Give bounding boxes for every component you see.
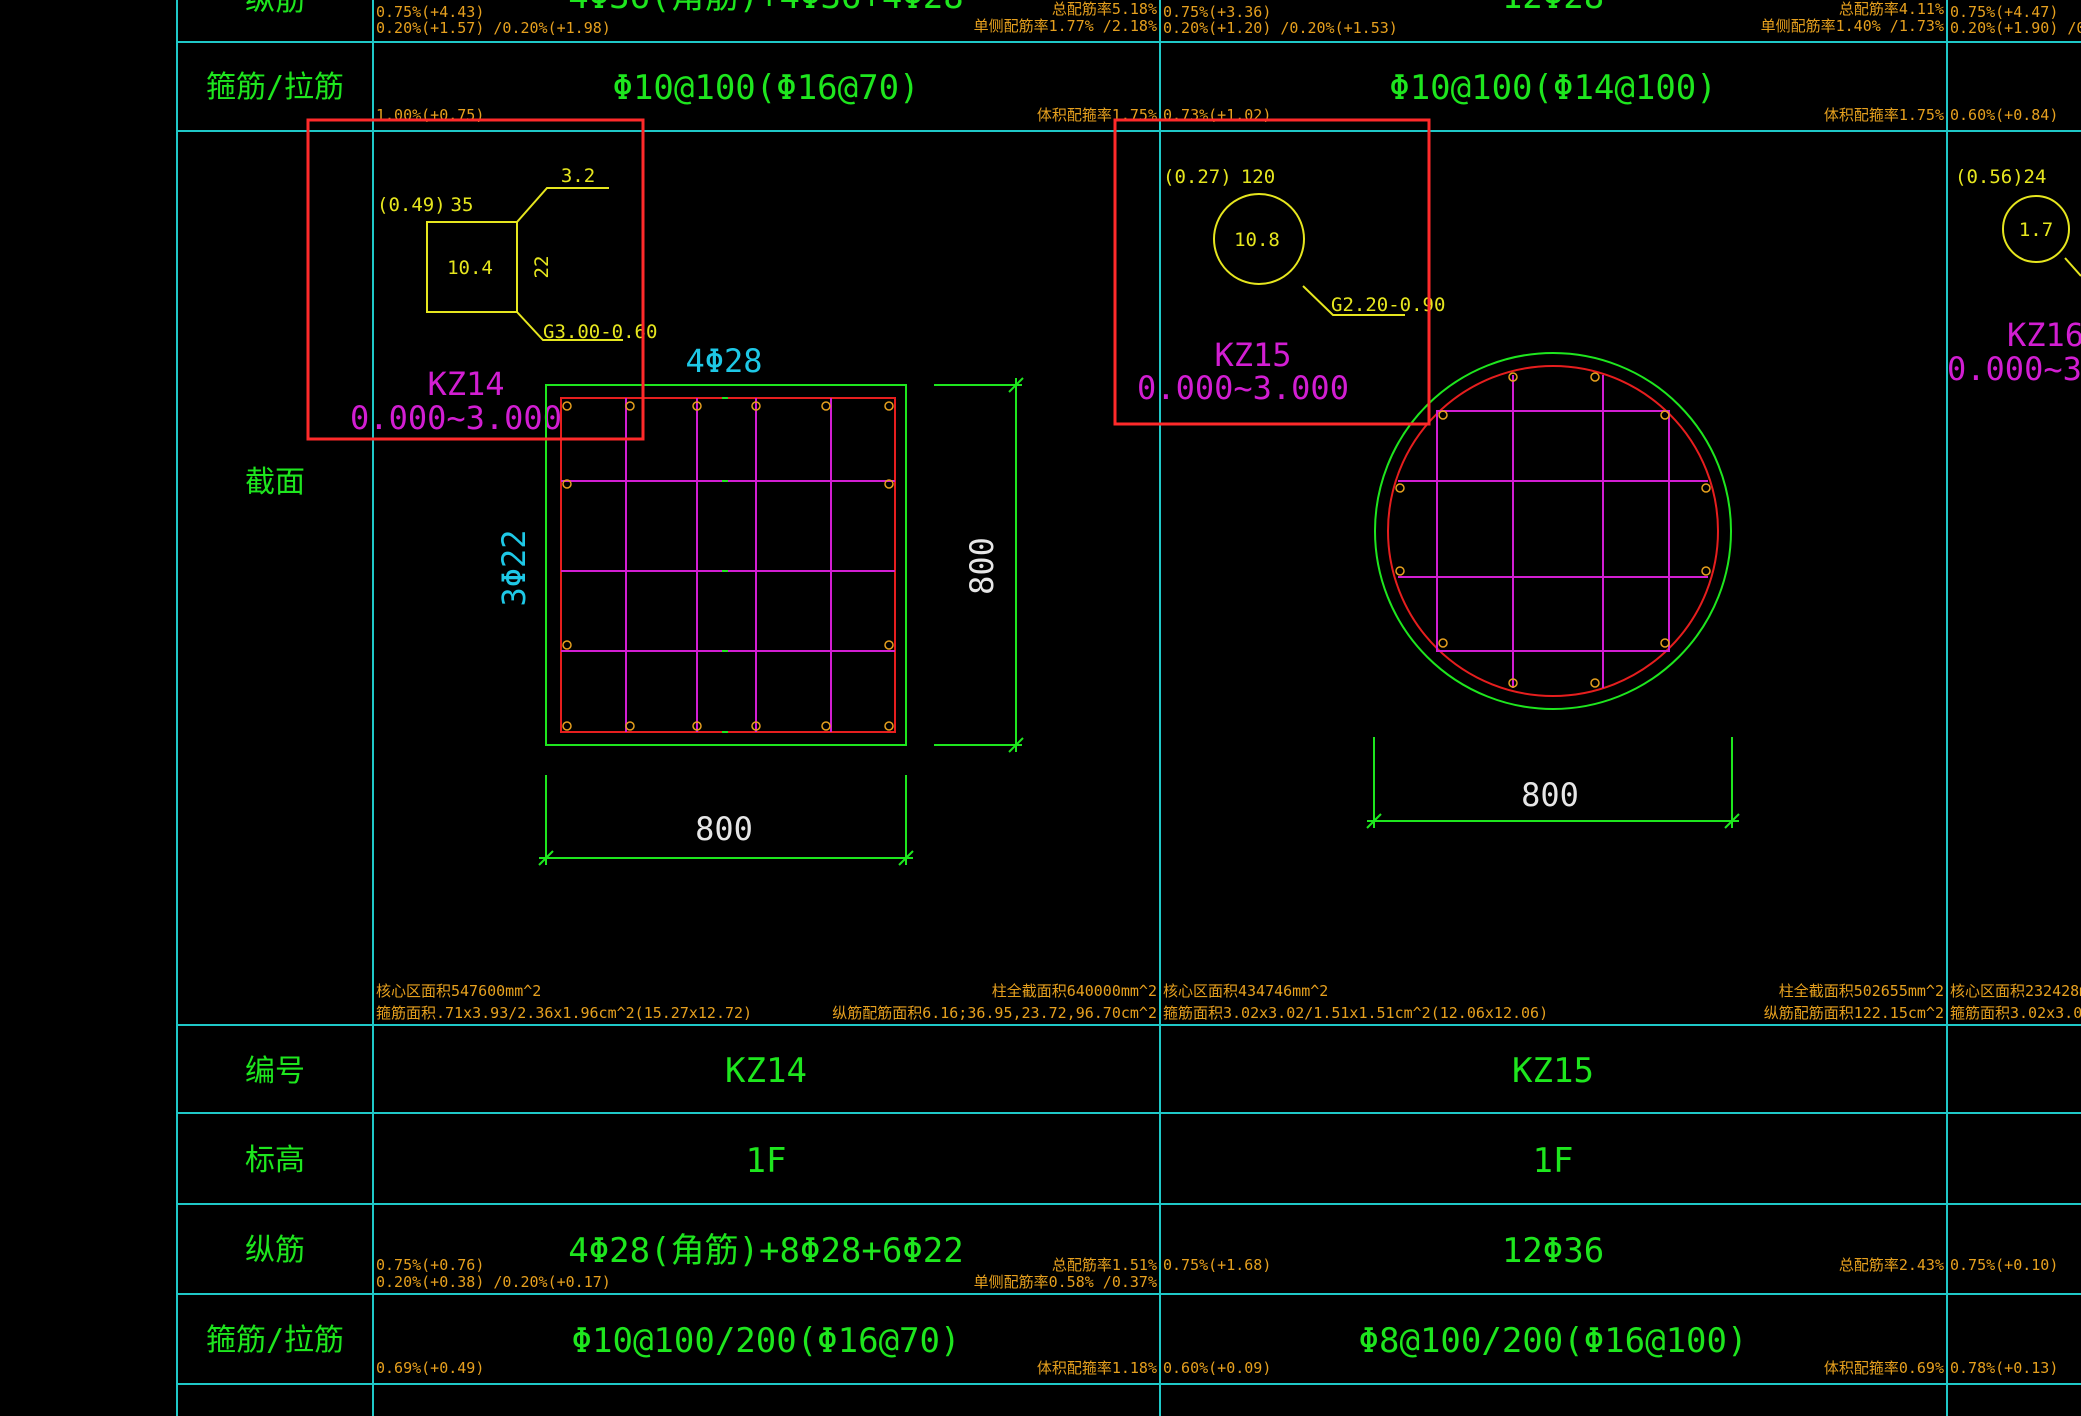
bottom-col1-stirrup-right: 体积配箍率1.18%	[1037, 1359, 1157, 1377]
top-col2-longitudinal: 12Φ28	[1502, 0, 1604, 17]
kz14-name: KZ14	[427, 365, 504, 403]
bottom-col2-long-small-1: 0.75%(+1.68)	[1163, 1256, 1271, 1274]
kz16-ratio: (0.56)	[1955, 166, 2024, 188]
kz14-area-total: 柱全截面积640000mm^2	[992, 982, 1157, 1000]
kz14-dim-width: 800	[695, 810, 753, 848]
kz16-top-value: 24	[2024, 166, 2047, 188]
kz14-area-bars: 箍筋面积.71x3.93/2.36x1.96cm^2(15.27x12.72)	[376, 1004, 752, 1022]
kz15-calc-info: (0.27) 120 10.8 G2.20-0.90	[1163, 166, 1445, 316]
top-col1-small-1: 0.75%(+4.43)	[376, 3, 484, 21]
bottom-col3-long-small-1: 0.75%(+0.10)	[1950, 1256, 2058, 1274]
top-col2-stirrup: Φ10@100(Φ14@100)	[1389, 68, 1717, 108]
kz14-area-core: 核心区面积547600mm^2	[376, 982, 541, 1000]
kz15-name: KZ15	[1214, 336, 1291, 374]
kz15-ratio: (0.27)	[1163, 166, 1232, 188]
kz15-ties	[1398, 375, 1708, 688]
kz15-section[interactable]: (0.27) 120 10.8 G2.20-0.90 KZ15 0.000~3.…	[1113, 118, 1740, 829]
bottom-col2-id: KZ15	[1512, 1051, 1594, 1091]
top-col1-stirrup: Φ10@100(Φ16@70)	[612, 68, 919, 108]
top-col2-small-1: 0.75%(+3.36)	[1163, 3, 1271, 21]
kz15-elevation-range: 0.000~3.000	[1137, 369, 1349, 407]
kz15-circle-value: 10.8	[1234, 229, 1280, 251]
bottom-col1-id: KZ14	[725, 1051, 807, 1091]
row-label-stirrup: 箍筋/拉筋	[206, 1323, 344, 1358]
top-col1-small-2: 0.20%(+1.57) /0.20%(+1.98)	[376, 19, 611, 37]
top-col3-stirrup-small: 0.60%(+0.84)	[1950, 106, 2058, 124]
kz14-side-value: 22	[531, 256, 553, 279]
kz15-area-bars: 箍筋面积3.02x3.02/1.51x1.51cm^2(12.06x12.06)	[1163, 1004, 1548, 1022]
kz14-dimensions	[538, 377, 1024, 866]
kz14-side-bars: 3Φ22	[495, 529, 533, 606]
kz15-g-label: G2.20-0.90	[1331, 294, 1445, 316]
bottom-col1-stirrup-small: 0.69%(+0.49)	[376, 1359, 484, 1377]
bottom-col1-long-right-b: 单侧配筋率0.58% /0.37%	[974, 1273, 1157, 1291]
kz15-dim-width: 800	[1521, 776, 1579, 814]
bottom-col1-stirrup: Φ10@100/200(Φ16@70)	[572, 1321, 961, 1361]
kz15-outline	[1374, 352, 1732, 710]
kz16-section[interactable]: (0.56) 24 1.7 KZ16 0.000~3.000	[1947, 166, 2081, 388]
kz14-box-value: 10.4	[447, 257, 493, 279]
top-col1-longitudinal: 4Φ36(角筋)+4Φ36+4Φ28	[568, 0, 964, 17]
kz16-elevation-range: 0.000~3.000	[1947, 350, 2081, 388]
kz14-section[interactable]: (0.49) 35 3.2 10.4 22 G3.00-0.60 KZ14 0.…	[306, 118, 1024, 866]
row-label-stirrup-top: 箍筋/拉筋	[206, 70, 344, 105]
bottom-col1-long-small-1: 0.75%(+0.76)	[376, 1256, 484, 1274]
row-label-section: 截面	[245, 465, 305, 500]
top-col3-small-1: 0.75%(+4.47)	[1950, 3, 2058, 21]
bottom-col2-stirrup-small: 0.60%(+0.09)	[1163, 1359, 1271, 1377]
table-grid	[176, 0, 2081, 1416]
kz14-leader-value: 3.2	[561, 165, 595, 187]
section-area-info: 核心区面积547600mm^2 箍筋面积.71x3.93/2.36x1.96cm…	[376, 982, 2081, 1022]
top-col1-right-small: 单侧配筋率1.77% /2.18%	[974, 17, 1157, 35]
top-col2-right-small: 单侧配筋率1.40% /1.73%	[1761, 17, 1944, 35]
kz15-area-core: 核心区面积434746mm^2	[1163, 982, 1328, 1000]
top-col2-small-2: 0.20%(+1.20) /0.20%(+1.53)	[1163, 19, 1398, 37]
top-col2-stirrup-right: 体积配箍率1.75%	[1824, 106, 1944, 124]
kz14-area-long: 纵筋配筋面积6.16;36.95,23.72,96.70cm^2	[832, 1004, 1157, 1022]
kz15-highlight-box[interactable]	[1113, 118, 1431, 426]
row-label-longitudinal-top: 纵筋	[245, 0, 305, 18]
kz16-calc-circle	[2002, 195, 2070, 263]
bottom-col2-elevation: 1F	[1533, 1141, 1574, 1181]
kz15-dimensions	[1366, 737, 1740, 829]
top-col1-right-small-b: 总配筋率5.18%	[1052, 0, 1157, 18]
bottom-col1-long-right-a: 总配筋率1.51%	[1052, 1256, 1157, 1274]
kz16-area-bars: 箍筋面积3.02x3.02/2.01	[1950, 1004, 2081, 1022]
kz15-rebars	[1395, 372, 1711, 688]
kz14-highlight-box[interactable]	[306, 118, 645, 441]
bottom-col1-elevation: 1F	[746, 1141, 787, 1181]
kz15-stirrup-circle	[1387, 365, 1719, 697]
bottom-col2-longitudinal: 12Φ36	[1502, 1231, 1604, 1271]
kz14-top-value: 35	[451, 194, 474, 216]
kz14-rebars	[562, 401, 894, 731]
kz15-top-value: 120	[1241, 166, 1275, 188]
kz14-outline	[545, 384, 907, 746]
top-col2-right-small-b: 总配筋率4.11%	[1839, 0, 1944, 18]
row-label-elevation: 标高	[245, 1143, 305, 1178]
bottom-col1-long-small-2: 0.20%(+0.38) /0.20%(+0.17)	[376, 1273, 611, 1291]
row-label-longitudinal: 纵筋	[245, 1233, 305, 1268]
kz14-elevation-range: 0.000~3.000	[350, 399, 562, 437]
bottom-col1-longitudinal: 4Φ28(角筋)+8Φ28+6Φ22	[568, 1231, 964, 1271]
kz16-leader	[2064, 257, 2081, 277]
kz15-area-long: 纵筋配筋面积122.15cm^2	[1764, 1004, 1944, 1022]
kz16-name: KZ16	[2007, 316, 2081, 354]
kz15-area-total: 柱全截面积502655mm^2	[1779, 982, 1944, 1000]
top-col3-small-2: 0.20%(+1.90) /0.20	[1950, 19, 2081, 37]
bottom-col2-stirrup: Φ8@100/200(Φ16@100)	[1359, 1321, 1748, 1361]
row-label-id: 编号	[245, 1054, 305, 1089]
kz14-calc-info: (0.49) 35 3.2 10.4 22 G3.00-0.60	[377, 165, 657, 343]
bottom-col3-stirrup-small: 0.78%(+0.13)	[1950, 1359, 2058, 1377]
kz14-ratio: (0.49)	[377, 194, 446, 216]
kz16-circle-value: 1.7	[2019, 219, 2053, 241]
bottom-col2-long-right: 总配筋率2.43%	[1839, 1256, 1944, 1274]
kz14-dim-height: 800	[963, 537, 1001, 595]
kz16-area-core: 核心区面积232428mm^2	[1950, 982, 2081, 1000]
kz14-top-bars: 4Φ28	[685, 342, 762, 380]
kz14-small-marks	[722, 397, 728, 733]
bottom-col2-stirrup-right: 体积配箍率0.69%	[1824, 1359, 1944, 1377]
kz14-g-label: G3.00-0.60	[543, 321, 657, 343]
